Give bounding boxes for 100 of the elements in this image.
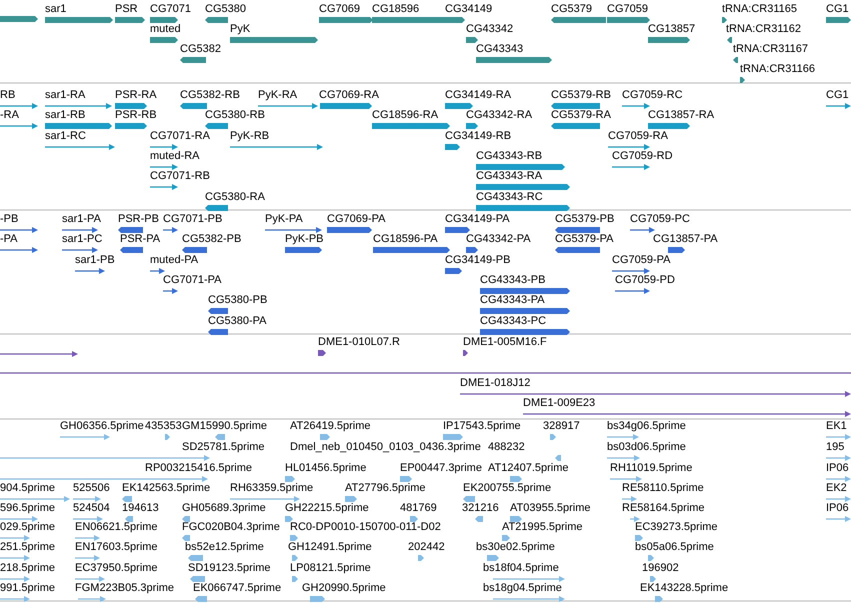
feature-name: LP08121.5prime (290, 562, 371, 575)
feature-name: CG43342-RA (466, 109, 532, 122)
feature-name: RH63359.5prime (230, 482, 314, 495)
feature-name: CG7071-RA (150, 130, 210, 143)
feature-name: sar1-PC (62, 233, 102, 246)
feature-name: CG7059-RD (612, 150, 673, 163)
feature-name: RE58110.5prime (622, 482, 704, 495)
feature-name: PyK-RA (258, 89, 298, 102)
feature-name: CG5379-RA (551, 109, 611, 122)
feature-name: 251.5prime (0, 541, 56, 554)
feature-name: muted-RA (150, 150, 200, 163)
feature-name: IP06 (826, 502, 849, 515)
feature-name: 218.5prime (0, 562, 56, 575)
feature-name: bs52e12.5prime (185, 541, 264, 554)
feature-name: 488232 (488, 441, 525, 454)
feature-name: CG1 (826, 89, 849, 102)
feature-name: FGC020B04.3prime (182, 521, 280, 534)
feature-name: 195 (826, 441, 844, 454)
feature-name: PSR-RA (115, 89, 157, 102)
feature-name: 991.5prime (0, 582, 56, 595)
feature-name: 029.5prime (0, 521, 56, 534)
feature-name: CG18596-PA (373, 233, 438, 246)
feature-name: EC39273.5prime (635, 521, 718, 534)
feature-name: DME1-010L07.R (318, 336, 400, 349)
feature-name: tRNA:CR31167 (733, 43, 808, 56)
feature-name: PyK-PB (285, 233, 324, 246)
feature-name: AT21995.5prime (502, 521, 583, 534)
feature-name: CG7069-PA (327, 213, 386, 226)
feature-name: GH22215.5prime (285, 502, 369, 515)
feature-name: CG34149-RB (445, 130, 512, 143)
feature-name: CG5379-PA (555, 233, 614, 246)
feature-name: PSR-RB (115, 109, 157, 122)
feature-name: EK2 (826, 482, 847, 495)
feature-name: CG34149-PA (445, 213, 510, 226)
feature-name: 481769 (400, 502, 437, 515)
feature-name: CG34149 (445, 3, 492, 16)
feature-name: CG34149-PB (445, 254, 510, 267)
feature-name: Dmel_neb_010450_0103_0436.3prime (290, 441, 481, 454)
feature-name: CG7059-PC (630, 213, 690, 226)
feature-name: bs03d06.5prime (607, 441, 686, 454)
feature-name: CG13857-RA (648, 109, 714, 122)
feature-name: sar1-RC (45, 130, 86, 143)
feature-name: bs18f04.5prime (483, 562, 559, 575)
feature-name: CG43342-PA (466, 233, 531, 246)
feature-name: EK1 (826, 420, 847, 433)
feature-name: CG43343 (476, 43, 524, 56)
feature-name: CG1 (826, 3, 849, 16)
feature-name: CG7059 (607, 3, 648, 16)
feature-name: 321216 (462, 502, 499, 515)
feature-name: 328917 (543, 420, 580, 433)
feature-name: CG7071-PB (163, 213, 222, 226)
feature-name: EK200755.5prime (463, 482, 552, 495)
feature-name: sar1-PA (62, 213, 101, 226)
feature-name: CG43343-RB (476, 150, 542, 163)
feature-name: CG5380-RB (205, 109, 265, 122)
feature-name: DME1-005M16.F (463, 336, 547, 349)
feature-name: HL01456.5prime (285, 462, 366, 475)
feature-name: PyK (230, 23, 250, 36)
feature-name: muted-PA (150, 254, 198, 267)
feature-name: bs18g04.5prime (483, 582, 562, 595)
feature-name: CG43343-RA (476, 170, 542, 183)
feature-name: AT12407.5prime (488, 462, 569, 475)
feature-name: CG5380-PA (208, 315, 266, 328)
feature-name: RC0-DP0010-150700-011-D02 (290, 521, 441, 534)
feature-name: -RA (0, 109, 19, 122)
feature-name: PyK-RB (230, 130, 270, 143)
feature-name: -PA (0, 233, 18, 246)
feature-name: CG43343-PB (480, 274, 546, 287)
feature-name: CG18596-RA (372, 109, 438, 122)
feature-name: EK143228.5prime (640, 582, 728, 595)
feature-name: CG5379-PB (555, 213, 614, 226)
feature-name: 524504 (73, 502, 110, 515)
feature-name: EC37950.5prime (75, 562, 158, 575)
feature-name: CG13857-PA (653, 233, 718, 246)
feature-name: 435353 (145, 420, 182, 433)
feature-name: SD25781.5prime (182, 441, 265, 454)
feature-name: EK142563.5prime (122, 482, 210, 495)
feature-name: DME1-018J12 (460, 377, 530, 390)
feature-name: tRNA:CR31166 (740, 63, 815, 76)
feature-name: FGM223B05.3prime (75, 582, 174, 595)
feature-name: CG7071-PA (163, 274, 222, 287)
feature-name: CG7059-RC (622, 89, 683, 102)
feature-name: bs30e02.5prime (476, 541, 555, 554)
feature-name: CG7069 (319, 3, 360, 16)
feature-name: CG5380-RA (205, 191, 265, 204)
feature-name: CG13857 (648, 23, 696, 36)
feature-name: PSR-PB (118, 213, 159, 226)
feature-name: CG5382-RB (180, 89, 240, 102)
feature-name: PSR-PA (120, 233, 160, 246)
feature-name: AT27796.5prime (345, 482, 426, 495)
feature-name: GH05689.3prime (182, 502, 266, 515)
feature-name: sar1-RB (45, 109, 86, 122)
feature-name: CG18596 (372, 3, 420, 16)
feature-name: sar1-RA (45, 89, 86, 102)
feature-name: CG7059-PA (612, 254, 670, 267)
feature-name: tRNA:CR31162 (726, 23, 801, 36)
feature-name: 904.5prime (0, 482, 56, 495)
feature-name: 196902 (642, 562, 679, 575)
feature-name: CG43343-RC (476, 191, 543, 204)
feature-name: CG5380 (205, 3, 246, 16)
